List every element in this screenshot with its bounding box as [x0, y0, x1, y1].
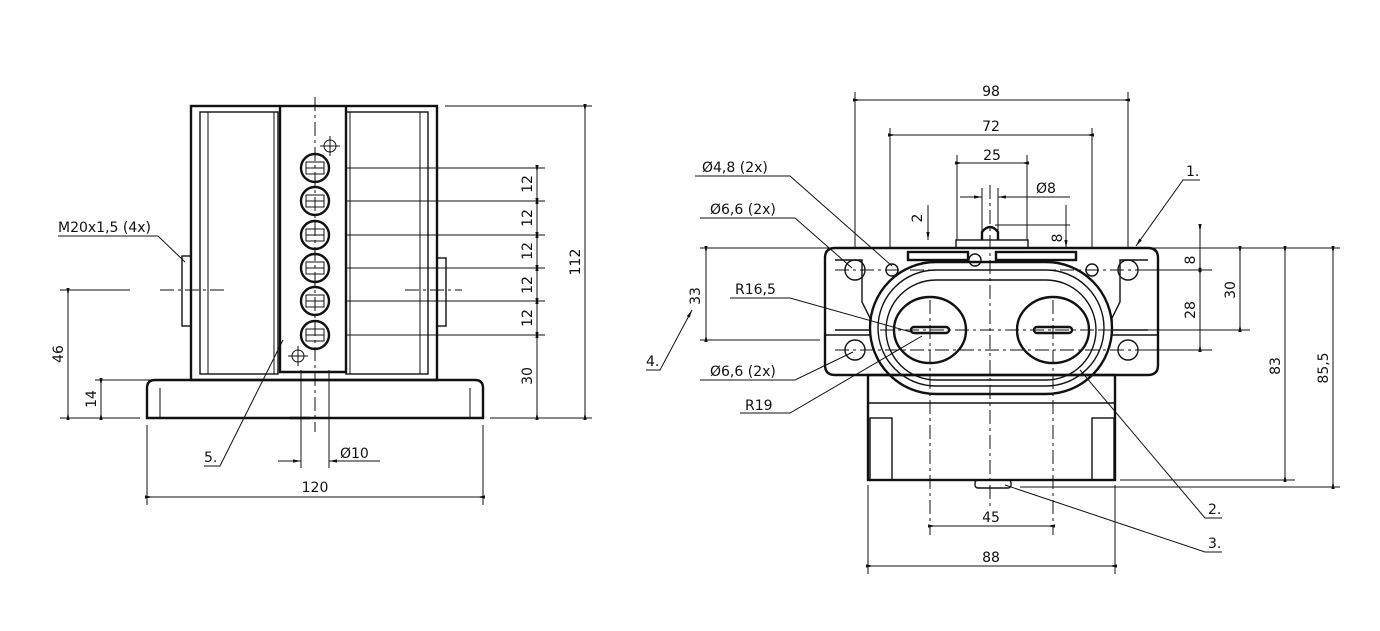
dim-25: 25: [983, 148, 1001, 164]
led-1: [299, 152, 331, 184]
dim-112: 112: [568, 249, 584, 276]
callout-item-2: 2.: [1208, 502, 1221, 518]
dim-120: 120: [302, 480, 329, 496]
oval-outer: [868, 260, 1114, 396]
front-body-outline: [145, 97, 485, 432]
front-view: 112 12 12 12 12 12 30 46 14 120 Ø10: [51, 97, 592, 505]
dim-pitch-3: 12: [520, 242, 536, 260]
front-callouts: M20x1,5 (4x) 5.: [58, 220, 284, 467]
bottom-bump: [974, 479, 1012, 489]
dim-pitch-4: 12: [520, 276, 536, 294]
dim-pitch-1: 12: [520, 175, 536, 193]
top-callouts: Ø4,8 (2x) Ø6,6 (2x) R16,5 Ø6,6 (2x) R19 …: [646, 160, 1222, 553]
dim-72: 72: [982, 119, 1000, 135]
dim-pitch-5: 12: [520, 309, 536, 327]
dim-8-top: 8: [1050, 234, 1066, 243]
callout-item-1: 1.: [1186, 164, 1199, 180]
callout-hole-6-6-bottom: Ø6,6 (2x): [710, 364, 776, 380]
dim-30-top: 30: [1223, 281, 1239, 299]
dim-85-5: 85,5: [1316, 352, 1332, 383]
callout-r16-5: R16,5: [735, 282, 776, 298]
callout-thread: M20x1,5 (4x): [58, 220, 151, 236]
dim-pitch-2: 12: [520, 209, 536, 227]
led-6: [299, 319, 331, 351]
top-dimensions: 98 72 25 Ø8 2 8 33 8 28 30: [688, 84, 1340, 574]
top-body-outline: [823, 185, 1160, 535]
callout-item-5: 5.: [204, 450, 217, 466]
top-view: 98 72 25 Ø8 2 8 33 8 28 30: [646, 84, 1340, 574]
dim-83: 83: [1268, 357, 1284, 375]
dim-45: 45: [982, 510, 1000, 526]
led-3: [299, 219, 331, 251]
callout-item-3: 3.: [1208, 536, 1221, 552]
led-4: [299, 252, 331, 284]
dim-led-diameter: Ø10: [340, 446, 369, 462]
led-5: [299, 285, 331, 317]
front-dimensions: 112 12 12 12 12 12 30 46 14 120 Ø10: [51, 104, 592, 505]
callout-hole-6-6-top: Ø6,6 (2x): [710, 202, 776, 218]
cable-gland-right: [436, 257, 447, 327]
dim-98: 98: [982, 84, 1000, 100]
led-2: [299, 185, 331, 217]
cable-gland-left: [181, 255, 192, 327]
dim-actuator-dia: Ø8: [1036, 181, 1056, 197]
dim-88: 88: [982, 550, 1000, 566]
callout-hole-4-8: Ø4,8 (2x): [702, 160, 768, 176]
dim-2: 2: [910, 214, 926, 223]
dim-14: 14: [84, 390, 100, 408]
dim-28: 28: [1183, 301, 1199, 319]
dim-46: 46: [51, 345, 67, 363]
callout-item-4: 4.: [646, 354, 659, 370]
dim-33: 33: [688, 287, 704, 305]
led-indicators: [299, 152, 331, 351]
callout-r19: R19: [745, 398, 773, 414]
dim-8: 8: [1183, 256, 1199, 265]
dim-30: 30: [520, 367, 536, 385]
